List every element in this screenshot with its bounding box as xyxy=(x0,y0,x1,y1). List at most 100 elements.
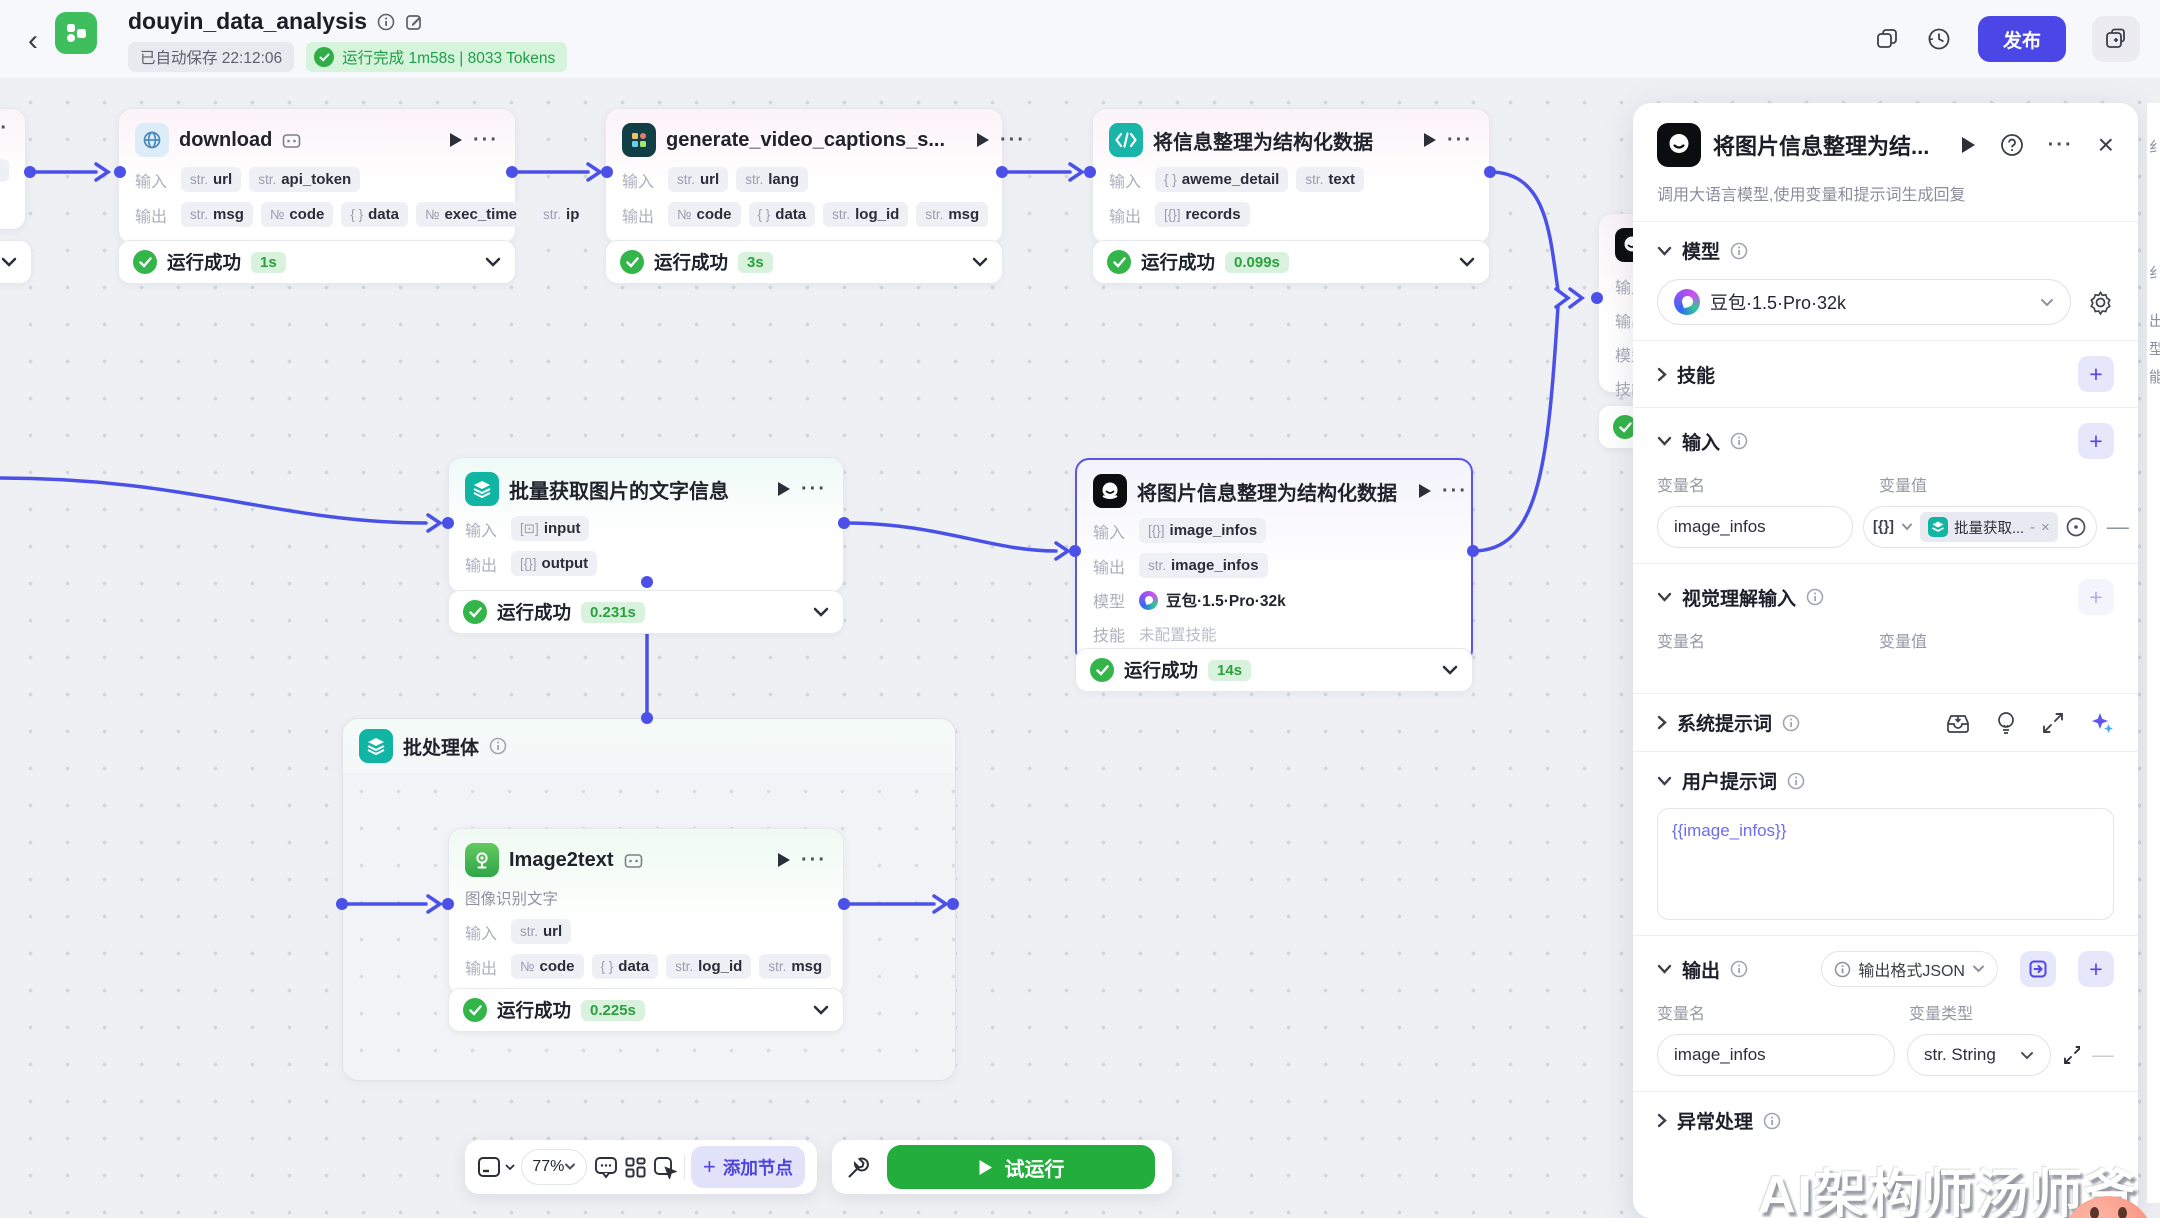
port-dot[interactable] xyxy=(1467,545,1479,557)
expand-icon[interactable] xyxy=(2042,712,2064,734)
help-icon[interactable] xyxy=(2000,133,2024,157)
info-icon[interactable] xyxy=(1730,432,1748,450)
edit-icon[interactable] xyxy=(405,13,423,31)
chevron-right-icon[interactable] xyxy=(1657,367,1667,382)
zoom-level-selector[interactable]: 77% xyxy=(521,1149,588,1185)
info-icon[interactable] xyxy=(1787,772,1805,790)
chevron-down-icon[interactable] xyxy=(485,257,501,267)
run-status-badge[interactable]: 运行完成 1m58s | 8033 Tokens xyxy=(306,42,568,72)
output-var-name-field[interactable] xyxy=(1657,1034,1895,1076)
add-output-button[interactable]: + xyxy=(2078,951,2114,987)
layout-grid-icon[interactable] xyxy=(624,1156,647,1179)
node-status-bar[interactable]: 运行成功 14s xyxy=(1075,648,1473,692)
info-icon[interactable] xyxy=(377,13,395,31)
node-more-icon[interactable]: ··· xyxy=(1447,129,1473,151)
port-dot[interactable] xyxy=(1069,545,1081,557)
port-dot[interactable] xyxy=(336,898,348,910)
new-window-icon[interactable] xyxy=(2092,16,2140,62)
user-prompt-editor[interactable]: {{image_infos}} xyxy=(1657,808,2114,920)
select-mode-icon[interactable] xyxy=(653,1156,678,1179)
node-status-bar[interactable]: 运行成功 0.099s xyxy=(1092,240,1490,284)
add-input-button[interactable]: + xyxy=(2078,423,2114,459)
node-run-icon[interactable] xyxy=(1417,483,1432,499)
add-node-button[interactable]: + 添加节点 xyxy=(690,1146,805,1188)
chevron-down-icon[interactable] xyxy=(1,257,17,267)
port-dot[interactable] xyxy=(114,166,126,178)
gear-icon[interactable] xyxy=(2087,289,2114,316)
node-run-icon[interactable] xyxy=(1422,132,1437,148)
port-dot[interactable] xyxy=(641,712,653,724)
output-var-type-selector[interactable]: str. String xyxy=(1907,1034,2051,1076)
chevron-down-icon[interactable] xyxy=(1657,776,1672,786)
close-icon[interactable]: × xyxy=(2097,129,2114,160)
ref-remove-icon[interactable]: × xyxy=(2041,518,2050,536)
minimap-icon[interactable] xyxy=(477,1156,515,1178)
variable-ref-tag[interactable]: 批量获取... - × xyxy=(1919,512,2058,542)
wrench-icon[interactable] xyxy=(846,1155,871,1180)
node-more-icon[interactable]: ··· xyxy=(801,849,827,871)
node-batch-get-image-text[interactable]: 批量获取图片的文字信息 ··· 输入 [⊡]input 输出 [{}]outpu… xyxy=(448,457,844,593)
model-selector[interactable]: 豆包·1.5·Pro·32k xyxy=(1657,279,2071,325)
chevron-down-icon[interactable] xyxy=(1459,257,1475,267)
node-more-icon[interactable]: ··· xyxy=(801,478,827,500)
back-button[interactable]: ‹ xyxy=(28,24,38,57)
ai-sparkle-icon[interactable] xyxy=(2090,711,2114,735)
node-partial-left[interactable]: ··· ·· xyxy=(0,108,26,230)
ref-minus[interactable]: - xyxy=(2030,518,2036,536)
idea-bulb-icon[interactable] xyxy=(1996,711,2016,735)
info-icon[interactable] xyxy=(1763,1112,1781,1130)
port-dot[interactable] xyxy=(996,166,1008,178)
port-dot[interactable] xyxy=(442,898,454,910)
chevron-down-icon[interactable] xyxy=(972,257,988,267)
info-icon[interactable] xyxy=(1782,714,1800,732)
publish-button[interactable]: 发布 xyxy=(1978,16,2066,62)
port-dot[interactable] xyxy=(838,517,850,529)
node-organize-info[interactable]: 将信息整理为结构化数据 ··· 输入 { }aweme_detail str.t… xyxy=(1092,108,1490,244)
node-status-bar[interactable]: 运行成功 1s xyxy=(118,240,516,284)
target-icon[interactable] xyxy=(2065,516,2087,538)
add-skill-button[interactable]: + xyxy=(2078,356,2114,392)
port-dot[interactable] xyxy=(1484,166,1496,178)
prompt-library-icon[interactable] xyxy=(1946,712,1970,734)
output-format-selector[interactable]: 输出格式JSON xyxy=(1821,951,1998,987)
node-download[interactable]: download ··· 输入 str.url str.api_token 输出… xyxy=(118,108,589,244)
chevron-right-icon[interactable] xyxy=(1657,1113,1667,1128)
chevron-down-icon[interactable] xyxy=(813,607,829,617)
node-more-icon[interactable]: ··· xyxy=(0,117,9,139)
expand-icon[interactable] xyxy=(2063,1045,2080,1065)
node-run-icon[interactable] xyxy=(448,132,463,148)
chevron-down-icon[interactable] xyxy=(1657,964,1672,974)
input-var-name-field[interactable] xyxy=(1657,506,1853,548)
chevron-right-icon[interactable] xyxy=(1657,715,1667,730)
chevron-down-icon[interactable] xyxy=(1657,246,1672,256)
port-dot[interactable] xyxy=(1591,292,1603,304)
port-dot[interactable] xyxy=(1084,166,1096,178)
node-run-icon[interactable] xyxy=(776,852,791,868)
chevron-down-icon[interactable] xyxy=(1657,436,1672,446)
node-more-icon[interactable]: ··· xyxy=(1000,129,1026,151)
node-status-bar[interactable]: 运行成功 0.231s xyxy=(448,590,844,634)
port-dot[interactable] xyxy=(947,898,959,910)
node-run-icon[interactable] xyxy=(975,132,990,148)
node-generate-video-captions[interactable]: generate_video_captions_s... ··· 输入 str.… xyxy=(605,108,1024,244)
node-run-icon[interactable] xyxy=(776,481,791,497)
node-status-bar[interactable]: 运行成功 0.225s xyxy=(448,988,844,1032)
port-dot[interactable] xyxy=(24,166,36,178)
port-dot[interactable] xyxy=(442,517,454,529)
remove-output-row-button[interactable]: — xyxy=(2092,1042,2114,1067)
input-var-value-control[interactable]: [{}] 批量获取... - × xyxy=(1863,506,2097,548)
duplicate-icon[interactable] xyxy=(1874,26,1900,52)
node-more-icon[interactable]: ··· xyxy=(1442,480,1468,502)
info-icon[interactable] xyxy=(1730,242,1748,260)
info-icon[interactable] xyxy=(1730,960,1748,978)
chevron-down-icon[interactable] xyxy=(813,1005,829,1015)
port-dot[interactable] xyxy=(838,898,850,910)
remove-input-row-button[interactable]: — xyxy=(2106,514,2129,539)
info-icon[interactable] xyxy=(489,737,507,755)
node-status-bar[interactable] xyxy=(0,240,32,284)
port-dot[interactable] xyxy=(601,166,613,178)
history-icon[interactable] xyxy=(1926,26,1952,52)
info-icon[interactable] xyxy=(1806,588,1824,606)
node-organize-image-info[interactable]: 将图片信息整理为结构化数据 ··· 输入 [{}]image_infos 输出 … xyxy=(1075,458,1473,664)
